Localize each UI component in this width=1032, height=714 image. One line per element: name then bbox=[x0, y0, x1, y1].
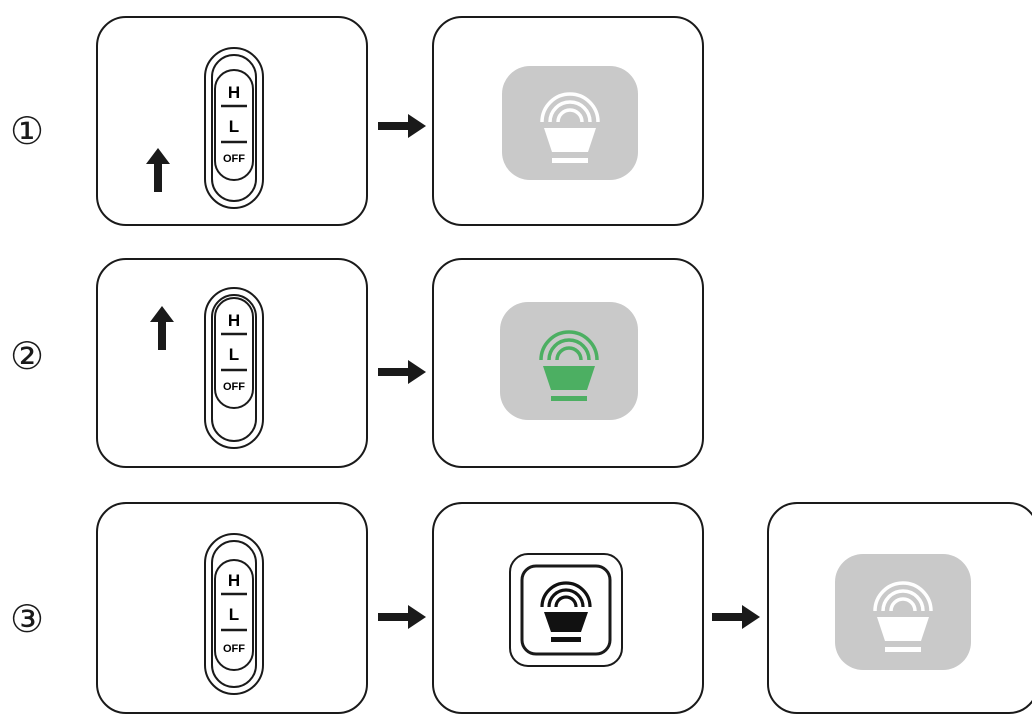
switch-panel-1: H L OFF bbox=[96, 16, 368, 226]
mode-switch[interactable]: H L OFF bbox=[203, 46, 265, 210]
right-arrow-icon bbox=[378, 360, 426, 384]
beacon-light-icon bbox=[835, 554, 971, 670]
step-number-2: ② bbox=[10, 334, 45, 378]
indicator-panel-2 bbox=[432, 258, 704, 468]
switch-label-h: H bbox=[228, 571, 240, 590]
switch-label-l: L bbox=[229, 605, 239, 624]
switch-label-off: OFF bbox=[223, 381, 245, 393]
switch-label-h: H bbox=[228, 83, 240, 102]
switch-label-h: H bbox=[228, 311, 240, 330]
beacon-light-icon bbox=[502, 66, 638, 180]
switch-label-off: OFF bbox=[223, 643, 245, 655]
indicator-panel-1 bbox=[432, 16, 704, 226]
switch-label-off: OFF bbox=[223, 153, 245, 165]
indicator-panel-3b bbox=[767, 502, 1032, 714]
step-number-1: ① bbox=[10, 109, 45, 153]
up-arrow-icon bbox=[146, 148, 170, 192]
right-arrow-icon bbox=[378, 605, 426, 629]
indicator-panel-3a bbox=[432, 502, 704, 714]
switch-panel-2: H L OFF bbox=[96, 258, 368, 468]
step-number-3: ③ bbox=[10, 597, 45, 641]
up-arrow-icon bbox=[150, 306, 174, 350]
beacon-light-icon bbox=[500, 302, 638, 420]
switch-label-l: L bbox=[229, 117, 239, 136]
switch-panel-3: H L OFF bbox=[96, 502, 368, 714]
right-arrow-icon bbox=[378, 114, 426, 138]
mode-switch[interactable]: H L OFF bbox=[203, 532, 265, 696]
right-arrow-icon bbox=[712, 605, 760, 629]
switch-label-l: L bbox=[229, 345, 239, 364]
mode-switch[interactable]: H L OFF bbox=[203, 286, 265, 450]
beacon-light-icon bbox=[509, 553, 623, 667]
